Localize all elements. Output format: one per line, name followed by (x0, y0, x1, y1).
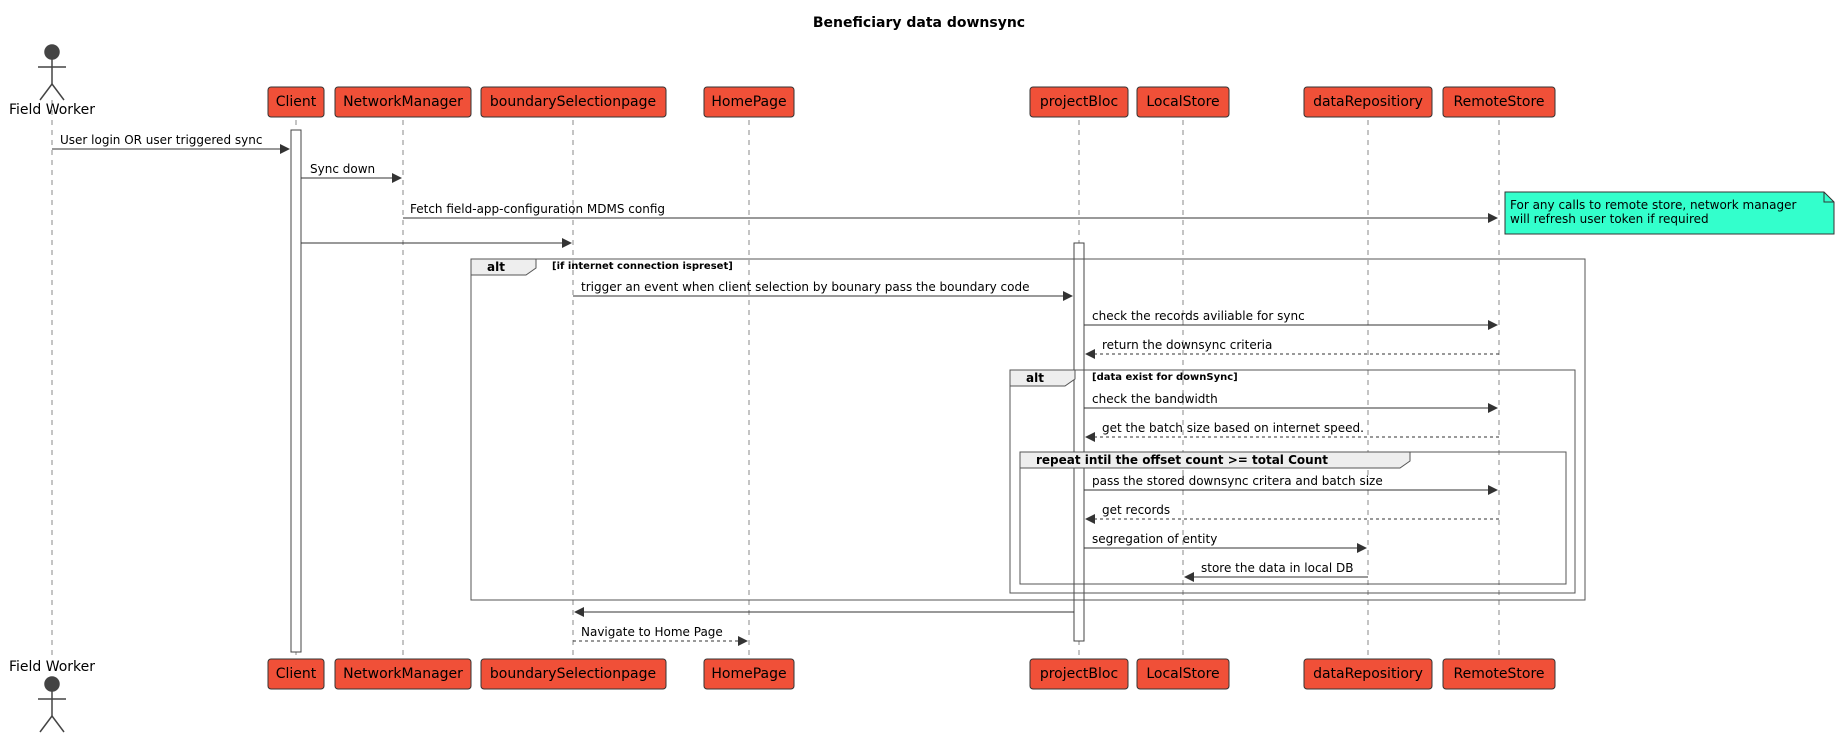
message-label: segregation of entity (1092, 532, 1217, 546)
fragment-keyword: alt (487, 260, 505, 274)
participant-label: Client (276, 666, 317, 682)
message-label: trigger an event when client selection b… (581, 280, 1029, 294)
message-label: get the batch size based on internet spe… (1102, 421, 1364, 435)
participant-project: projectBloc (1029, 658, 1129, 690)
message-label: check the records aviliable for sync (1092, 309, 1305, 323)
message-label: pass the stored downsync critera and bat… (1092, 474, 1383, 488)
participant-network: NetworkManager (334, 86, 472, 118)
message-label: Fetch field-app-configuration MDMS confi… (410, 202, 665, 216)
message: return the downsync criteria (1085, 338, 1499, 359)
message: Navigate to Home Page (573, 625, 748, 646)
participant-boundary: boundarySelectionpage (480, 658, 667, 690)
fragment-condition: [if internet connection ispreset] (552, 261, 733, 272)
participant-label: RemoteStore (1453, 94, 1544, 110)
message-label: check the bandwidth (1092, 392, 1218, 406)
participant-network: NetworkManager (334, 658, 472, 690)
message-label: get records (1102, 503, 1170, 517)
participant-boundary: boundarySelectionpage (480, 86, 667, 118)
fragment-keyword: alt (1026, 371, 1044, 385)
participant-label: NetworkManager (343, 666, 463, 682)
participant-label: HomePage (711, 94, 786, 110)
participant-local: LocalStore (1136, 86, 1230, 118)
participant-label: NetworkManager (343, 94, 463, 110)
participant-home: HomePage (703, 86, 795, 118)
participant-label: LocalStore (1146, 94, 1219, 110)
participant-label: projectBloc (1040, 666, 1118, 682)
message: Sync down (301, 162, 402, 183)
messages: User login OR user triggered sync Sync d… (52, 133, 1499, 646)
participant-label: LocalStore (1146, 666, 1219, 682)
message: pass the stored downsync critera and bat… (1084, 474, 1498, 495)
participants-bottom: Client NetworkManager boundarySelectionp… (267, 658, 1556, 690)
actor-label: Field Worker (9, 659, 95, 675)
message-label: return the downsync criteria (1102, 338, 1272, 352)
participant-local: LocalStore (1136, 658, 1230, 690)
participant-label: Client (276, 94, 317, 110)
fragment-alt-outer: alt [if internet connection ispreset] (470, 258, 1586, 601)
message (301, 238, 572, 248)
participant-label: dataRepositiory (1313, 94, 1423, 110)
message: check the records aviliable for sync (1084, 309, 1498, 330)
message: check the bandwidth (1084, 392, 1498, 413)
message (574, 607, 1074, 617)
participant-remote: RemoteStore (1442, 658, 1556, 690)
participant-client: Client (267, 86, 325, 118)
participant-remote: RemoteStore (1442, 86, 1556, 118)
participant-project: projectBloc (1029, 86, 1129, 118)
participant-label: projectBloc (1040, 94, 1118, 110)
participant-label: boundarySelectionpage (490, 666, 656, 682)
participant-label: RemoteStore (1453, 666, 1544, 682)
message: get records (1085, 503, 1499, 524)
message-label: Navigate to Home Page (581, 625, 723, 639)
actor-icon (38, 44, 66, 101)
participant-label: HomePage (711, 666, 786, 682)
message-label: User login OR user triggered sync (60, 133, 262, 147)
participant-label: boundarySelectionpage (490, 94, 656, 110)
message: Fetch field-app-configuration MDMS confi… (403, 202, 1498, 223)
participant-datarepo: dataRepositiory (1303, 86, 1433, 118)
actor-top: Field Worker (9, 44, 95, 118)
participant-home: HomePage (703, 658, 795, 690)
fragment-keyword: repeat intil the offset count >= total C… (1036, 453, 1328, 467)
fragment-alt-inner: alt [data exist for downSync] (1009, 369, 1576, 594)
participant-client: Client (267, 658, 325, 690)
message: segregation of entity (1084, 532, 1367, 553)
note-text: For any calls to remote store, network m… (1510, 198, 1797, 212)
message: User login OR user triggered sync (52, 133, 290, 154)
message-label: store the data in local DB (1201, 561, 1354, 575)
message: store the data in local DB (1184, 561, 1368, 582)
message: get the batch size based on internet spe… (1085, 421, 1499, 442)
note: For any calls to remote store, network m… (1504, 191, 1835, 235)
actor-label: Field Worker (9, 102, 95, 118)
note-text: will refresh user token if required (1510, 212, 1709, 226)
participant-label: dataRepositiory (1313, 666, 1423, 682)
activation-project (1073, 242, 1085, 642)
participants-top: Client NetworkManager boundarySelectionp… (267, 86, 1556, 118)
fragment-repeat: repeat intil the offset count >= total C… (1019, 451, 1567, 585)
activation-client (290, 129, 302, 653)
participant-datarepo: dataRepositiory (1303, 658, 1433, 690)
diagram-title: Beneficiary data downsync (813, 15, 1025, 31)
actor-icon (38, 676, 66, 733)
lifelines (51, 100, 1500, 660)
fragment-condition: [data exist for downSync] (1092, 372, 1238, 383)
actor-bottom: Field Worker (9, 659, 95, 733)
message: trigger an event when client selection b… (573, 280, 1073, 301)
message-label: Sync down (310, 162, 375, 176)
